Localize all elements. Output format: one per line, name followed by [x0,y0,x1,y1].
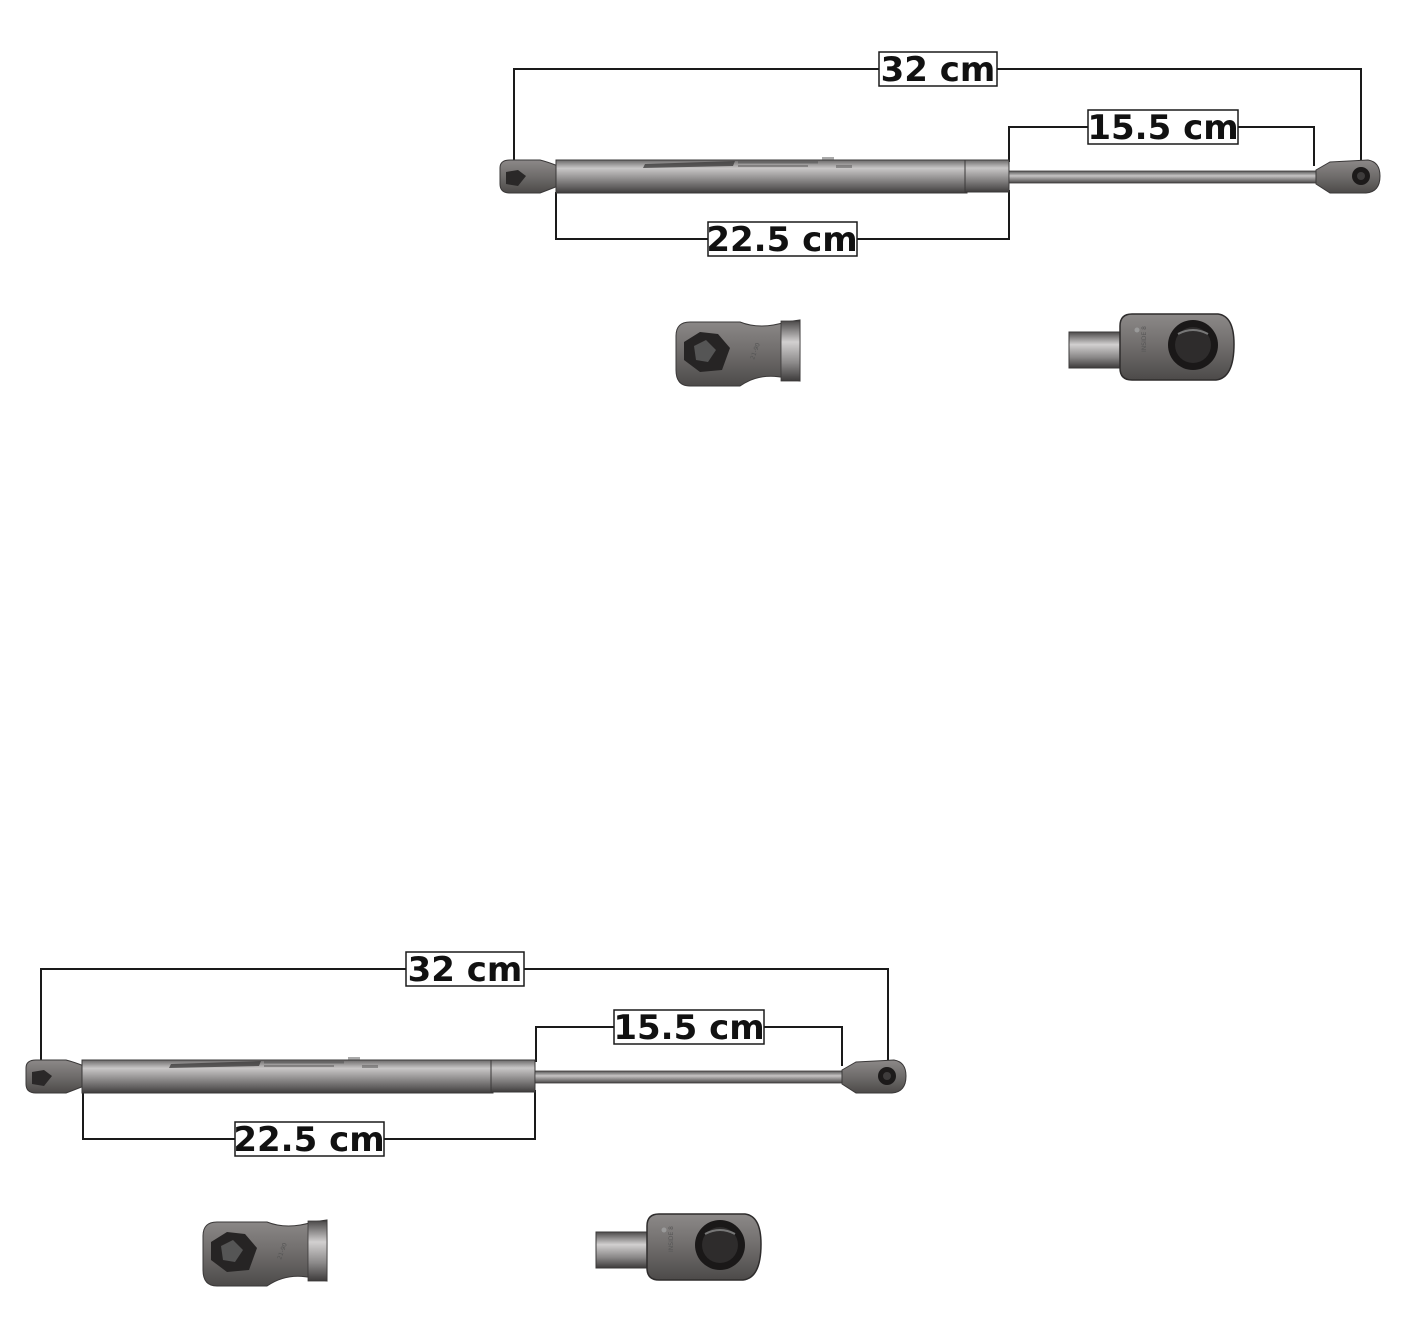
brand-marking [643,157,852,168]
strut-assembly-top: 32 cm 15.5 cm 22.5 cm [499,50,1381,387]
body-length-label: 22.5 cm [706,220,857,260]
rod-dimension: 15.5 cm [535,1008,843,1066]
gas-strut [499,157,1381,194]
brand-marking [169,1057,378,1068]
rod-length-label: 15.5 cm [1087,108,1238,148]
overall-dimension: 32 cm [40,950,889,1068]
svg-text:INSIDE 8: INSIDE 8 [668,1226,675,1252]
strut-assembly-bottom: 32 cm 15.5 cm 22.5 cm [25,950,907,1287]
body-dimension: 22.5 cm [555,190,1010,260]
detail-right-fitting: INSIDE 8 [1068,313,1235,381]
body-dimension: 22.5 cm [82,1090,536,1160]
detail-left-fitting: 21-90 [675,319,801,387]
rod-length-label: 15.5 cm [613,1008,764,1048]
overall-dimension: 32 cm [513,50,1362,168]
overall-length-label: 32 cm [881,50,996,90]
gas-strut [25,1057,907,1094]
overall-length-label: 32 cm [408,950,523,990]
detail-left-fitting: 21-90 [202,1219,328,1287]
detail-right-fitting: INSIDE 8 [595,1213,762,1281]
body-length-label: 22.5 cm [233,1120,384,1160]
rod-dimension: 15.5 cm [1008,108,1315,166]
svg-text:INSIDE 8: INSIDE 8 [1141,326,1148,352]
